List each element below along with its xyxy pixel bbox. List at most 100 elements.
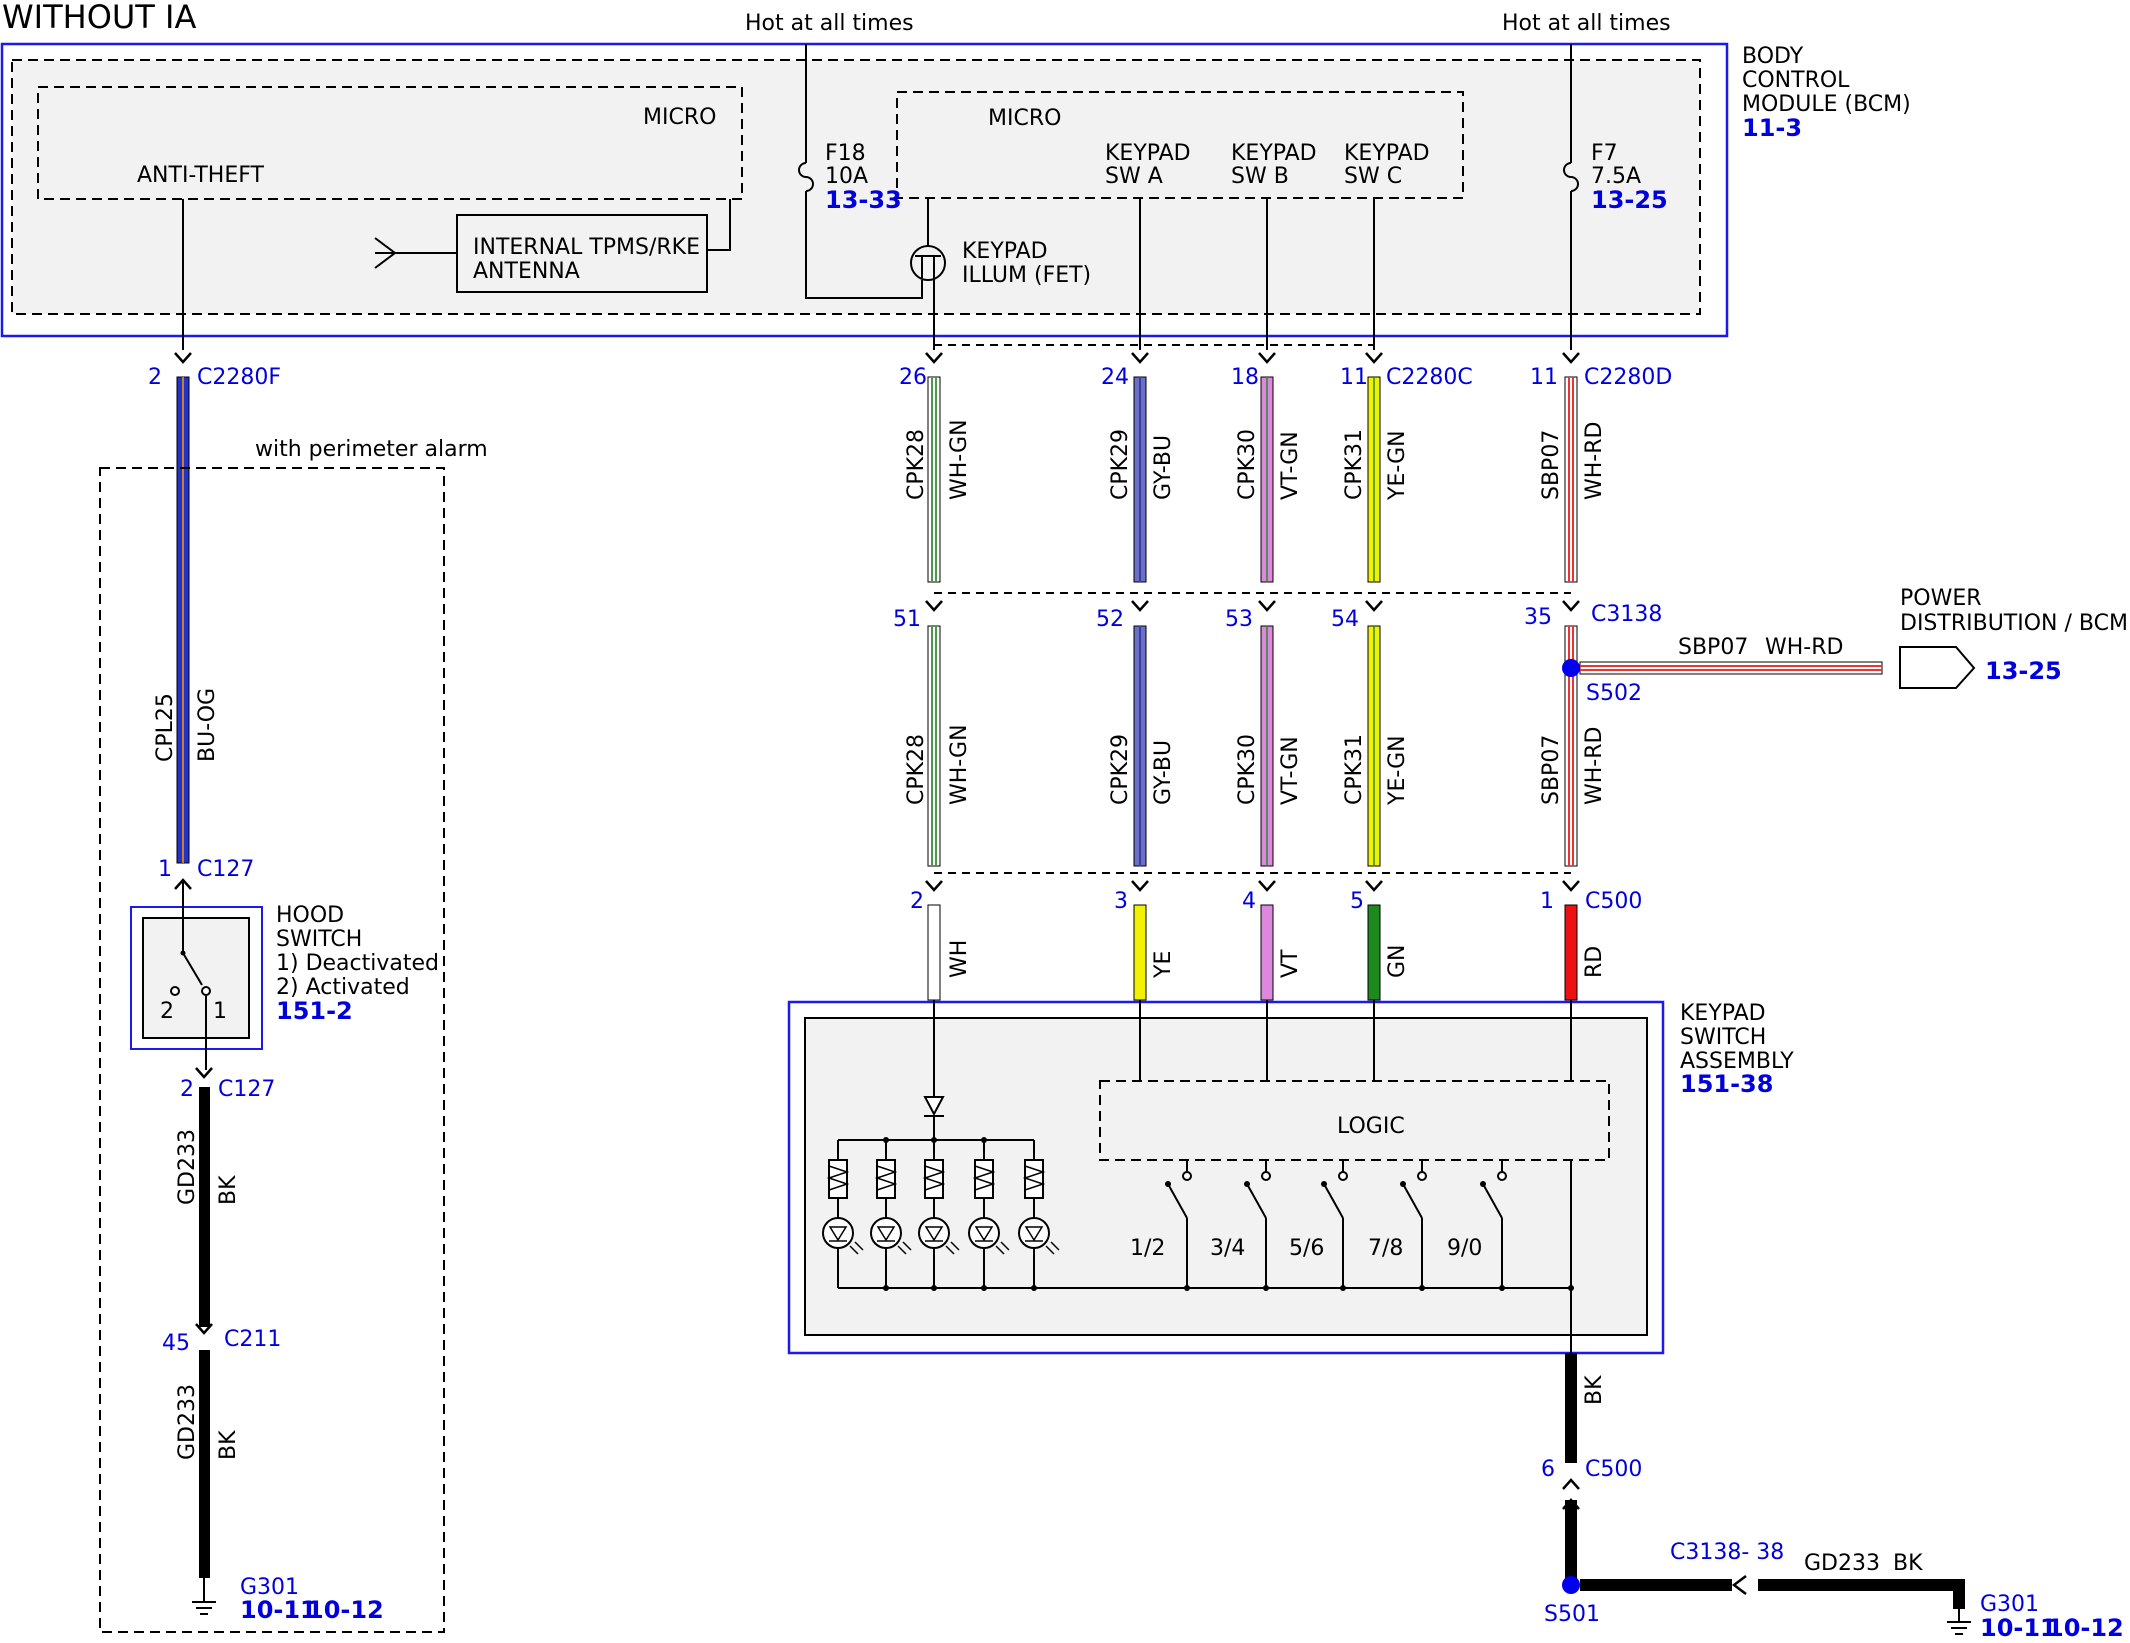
- wire-sbp07-power-dist: [1579, 661, 1883, 675]
- power-dist-label-line1: POWER: [1900, 586, 1982, 611]
- bcm-name-line3: MODULE (BCM): [1742, 92, 1911, 117]
- fuse-f18-icon: [798, 44, 923, 299]
- power-dist-connector-icon: [1899, 646, 1976, 689]
- keypad-illum-line2: ILLUM (FET): [962, 263, 1091, 288]
- wire-cpk28-upper: [927, 376, 941, 583]
- led-column-1: [822, 1140, 864, 1288]
- keypad-sw-b-line1: KEYPAD: [1231, 141, 1317, 166]
- c3138-38-label: C3138- 38: [1670, 1540, 1784, 1565]
- fuse-f7-rating: 7.5A: [1591, 164, 1641, 189]
- wire-ye-lower: [1133, 904, 1147, 1001]
- c127-top-pin: 1: [158, 857, 172, 882]
- left-color-gd233-lower: BK: [216, 1430, 241, 1460]
- circuit-upper-cpk29: CPK29: [1108, 429, 1133, 500]
- hood-switch-name-line1: HOOD: [276, 903, 344, 928]
- hood-switch-ref-link[interactable]: 151-2: [276, 997, 353, 1025]
- splice-s502-label: S502: [1586, 681, 1642, 706]
- keypad-switch-1-2: [1165, 1160, 1192, 1288]
- color-middle-cpk29: GY-BU: [1151, 740, 1176, 805]
- c2280c-pin-18: 18: [1231, 365, 1259, 390]
- keypad-button-1-2: 1/2: [1130, 1236, 1165, 1261]
- c2280c-name: C2280C: [1386, 365, 1473, 390]
- hood-switch-inner: [142, 917, 250, 1039]
- c127-top-name: C127: [197, 857, 254, 882]
- c500-bot-pin: 6: [1541, 1457, 1555, 1482]
- power-dist-color: WH-RD: [1765, 635, 1843, 660]
- power-dist-circuit: SBP07: [1678, 635, 1748, 660]
- keypad-assembly-name-line2: SWITCH: [1680, 1025, 1766, 1050]
- wire-cpk31-upper: [1367, 376, 1381, 583]
- circuit-middle-cpk28: CPK28: [904, 734, 929, 805]
- c3138-pin-53: 53: [1225, 607, 1253, 632]
- color-upper-cpk28: WH-GN: [947, 419, 972, 500]
- hood-switch-name-line2: SWITCH: [276, 927, 362, 952]
- c500-pin-3: 3: [1114, 889, 1128, 914]
- color-middle-sbp07: WH-RD: [1582, 727, 1607, 805]
- wire-bk-keypad-ground: [1565, 1353, 1577, 1463]
- c500-pin-4: 4: [1242, 889, 1256, 914]
- keypad-sw-a-line1: KEYPAD: [1105, 141, 1191, 166]
- color-upper-cpk30: VT-GN: [1278, 431, 1303, 500]
- c500-top-name: C500: [1585, 889, 1642, 914]
- c3138-name: C3138: [1591, 602, 1662, 627]
- keypad-assembly-name-line3: ASSEMBLY: [1680, 1049, 1794, 1074]
- micro-right-label: MICRO: [988, 106, 1061, 131]
- anti-theft-label: ANTI-THEFT: [137, 163, 265, 188]
- hood-switch-state-1: 1) Deactivated: [276, 951, 439, 976]
- ground-right-icon: [1947, 1609, 1971, 1635]
- circuit-middle-sbp07: SBP07: [1539, 735, 1564, 805]
- bcm-ref-link[interactable]: 11-3: [1742, 114, 1802, 142]
- keypad-sw-c-line2: SW C: [1344, 164, 1402, 189]
- wire-cpk30-upper: [1260, 376, 1274, 583]
- ground-right-ref-2[interactable]: 10-12: [2047, 1614, 2124, 1642]
- keypad-switch-9-0: [1480, 1160, 1507, 1288]
- color-upper-cpk29: GY-BU: [1151, 435, 1176, 500]
- ground-left-ref-2[interactable]: 10-12: [307, 1596, 384, 1624]
- wire-bk-to-s501: [1565, 1500, 1577, 1582]
- wire-gd233-bottom: [1758, 1579, 1959, 1591]
- left-circuit-cpl25: CPL25: [153, 693, 178, 762]
- fet-transistor-icon: [910, 198, 946, 281]
- ground-left-ref-1[interactable]: 10-11: [240, 1596, 317, 1624]
- led-column-3: [918, 1140, 960, 1288]
- hot-label-left: Hot at all times: [745, 11, 914, 36]
- left-color-cpl25: BU-OG: [195, 688, 220, 762]
- keypad-sw-c-line1: KEYPAD: [1344, 141, 1430, 166]
- c2280c-pin-26: 26: [899, 365, 927, 390]
- hood-switch-pos-2: 2: [160, 999, 174, 1024]
- fuse-f7-ref-link[interactable]: 13-25: [1591, 186, 1668, 214]
- bcm-inner-panel: [11, 59, 1701, 315]
- color-lower-ye: YE: [1151, 951, 1176, 979]
- wire-gd233-bottom-drop: [1953, 1579, 1965, 1609]
- circuit-upper-sbp07: SBP07: [1539, 430, 1564, 500]
- hood-switch-icon: [170, 880, 211, 1038]
- keypad-switch-3-4: [1244, 1160, 1271, 1288]
- color-lower-wh: WH: [947, 940, 972, 978]
- c211-name: C211: [224, 1327, 281, 1352]
- left-color-gd233-upper: BK: [216, 1175, 241, 1205]
- keypad-switch-5-6: [1321, 1160, 1348, 1288]
- wire-cpk29-upper: [1133, 376, 1147, 583]
- power-dist-label-line2: DISTRIBUTION / BCM: [1900, 611, 2128, 636]
- logic-label: LOGIC: [1337, 1114, 1405, 1139]
- logic-box: [1099, 1080, 1610, 1161]
- color-upper-cpk31: YE-GN: [1385, 430, 1410, 501]
- keypad-assembly-name-line1: KEYPAD: [1680, 1001, 1766, 1026]
- antenna-label-line2: ANTENNA: [473, 259, 580, 284]
- color-middle-cpk30: VT-GN: [1278, 736, 1303, 805]
- c500-pin-5: 5: [1350, 889, 1364, 914]
- fuse-f18-rating: 10A: [825, 164, 868, 189]
- fuse-f18-ref-link[interactable]: 13-33: [825, 186, 902, 214]
- wire-rd-lower: [1564, 904, 1578, 1001]
- hood-switch-state-2: 2) Activated: [276, 975, 410, 1000]
- gd233-bottom-color: BK: [1893, 1551, 1923, 1576]
- keypad-button-5-6: 5/6: [1289, 1236, 1324, 1261]
- keypad-button-9-0: 9/0: [1447, 1236, 1482, 1261]
- keypad-sw-b-line2: SW B: [1231, 164, 1289, 189]
- keypad-assembly-ref-link[interactable]: 151-38: [1680, 1070, 1773, 1098]
- ground-right-name: G301: [1980, 1592, 2039, 1617]
- wire-wh-lower: [927, 904, 941, 1001]
- power-dist-ref-link[interactable]: 13-25: [1985, 657, 2062, 685]
- perimeter-alarm-label: with perimeter alarm: [255, 437, 488, 462]
- ground-right-ref-1[interactable]: 10-11: [1980, 1614, 2057, 1642]
